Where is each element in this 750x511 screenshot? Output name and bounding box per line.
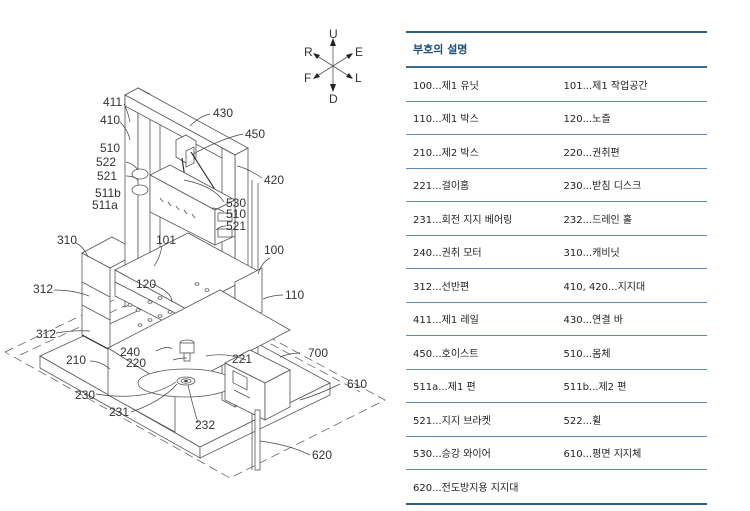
legend-row: 100...제1 유닛 101...제1 작업공간 xyxy=(406,68,707,102)
compass-label-u: U xyxy=(329,27,338,41)
legend-title: 부호의 설명 xyxy=(406,33,707,68)
legend-top-rule xyxy=(406,31,707,33)
label-420: 420 xyxy=(264,173,284,187)
label-510-left: 510 xyxy=(100,141,120,155)
legend-row: 312...선반편 410, 420...지지대 xyxy=(406,269,707,303)
legend-cell: 110...제1 박스 xyxy=(413,114,479,126)
legend-cell: 511a...제1 편 xyxy=(413,382,476,394)
arrow-e-icon xyxy=(346,53,353,59)
legend-row: 530...승강 와이어 610...평면 지지체 xyxy=(406,437,707,470)
direction-compass: U R E F L D xyxy=(304,27,363,106)
legend-cell: 100...제1 유닛 xyxy=(413,80,479,92)
legend-cell: 220...권취편 xyxy=(563,147,620,159)
label-101: 101 xyxy=(156,233,176,247)
label-410: 410 xyxy=(100,113,120,127)
label-610: 610 xyxy=(347,377,367,391)
legend-cell: 221...걸이홈 xyxy=(413,181,470,193)
legend-row: 620...전도방지용 지지대 xyxy=(406,470,707,505)
label-511b: 511b xyxy=(95,186,121,200)
label-240: 240 xyxy=(120,345,140,359)
legend-row: 240...권취 모터 310...캐비닛 xyxy=(406,236,707,269)
label-220: 220 xyxy=(126,356,146,370)
arrow-up-icon xyxy=(330,38,336,46)
legend-cell: 240...권취 모터 xyxy=(413,248,482,260)
legend-cell: 231...회전 지지 베어링 xyxy=(413,214,513,226)
legend-cell: 312...선반편 xyxy=(413,281,470,293)
compass-label-r: R xyxy=(304,45,313,59)
leader-lines xyxy=(53,103,341,456)
legend-rows: 100...제1 유닛 101...제1 작업공간 110...제1 박스 120.… xyxy=(406,68,707,505)
label-411: 411 xyxy=(103,95,122,109)
label-511a: 511a xyxy=(92,198,118,212)
legend-cell: 450...호이스트 xyxy=(413,348,479,360)
label-120: 120 xyxy=(136,277,156,291)
legend-cell: 120...노즐 xyxy=(563,114,611,126)
label-530: 530 xyxy=(226,196,246,210)
legend-cell: 232...드레인 홀 xyxy=(563,214,633,226)
winding-motor-240 xyxy=(179,339,195,362)
arrow-down-icon xyxy=(330,84,336,92)
legend-row: 110...제1 박스 120...노즐 xyxy=(406,102,707,135)
compass-label-l: L xyxy=(355,71,362,85)
label-110: 110 xyxy=(285,288,304,302)
label-450: 450 xyxy=(245,127,265,141)
display-screen xyxy=(232,370,248,391)
arrow-f-icon xyxy=(313,73,320,79)
legend-row: 511a...제1 편 511b...제2 편 xyxy=(406,370,707,403)
label-521-right: 521 xyxy=(226,219,246,233)
legend-row: 521...지지 브라켓 522...휠 xyxy=(406,403,707,437)
label-231: 231 xyxy=(109,405,129,419)
legend-cell: 511b...제2 편 xyxy=(563,382,627,394)
legend-row: 450...호이스트 510...몸체 xyxy=(406,336,707,370)
compass-label-e: E xyxy=(355,45,363,59)
legend-cell: 410, 420...지지대 xyxy=(563,281,646,293)
label-221: 221 xyxy=(232,352,252,366)
legend-cell: 210...제2 박스 xyxy=(413,147,479,159)
control-box-700 xyxy=(224,349,291,421)
label-620: 620 xyxy=(312,448,332,462)
legend-cell: 230...받침 디스크 xyxy=(563,181,642,193)
legend-cell: 610...평면 지지체 xyxy=(563,449,642,461)
label-312-lower: 312 xyxy=(36,327,56,341)
legend-row: 231...회전 지지 베어링 232...드레인 홀 xyxy=(406,202,707,236)
label-100: 100 xyxy=(264,243,284,257)
legend-cell: 101...제1 작업공간 xyxy=(563,80,648,92)
legend-cell: 521...지지 브라켓 xyxy=(413,415,491,427)
arrow-r-icon xyxy=(313,53,320,59)
reference-legend-table: 부호의 설명 100...제1 유닛 101...제1 작업공간 110...제1… xyxy=(406,31,707,505)
label-430: 430 xyxy=(213,106,233,120)
compass-label-f: F xyxy=(304,71,311,85)
label-232: 232 xyxy=(195,418,215,432)
arrow-l-icon xyxy=(346,73,353,79)
body-510 xyxy=(131,164,236,246)
label-312-upper: 312 xyxy=(33,282,53,296)
legend-cell: 430...연결 바 xyxy=(563,315,623,327)
anti-tip-support-620 xyxy=(254,409,261,471)
legend-cell: 522...휠 xyxy=(563,415,602,427)
legend-row: 210...제2 박스 220...권취편 xyxy=(406,135,707,169)
label-230: 230 xyxy=(75,388,95,402)
legend-row: 411...제1 레일 430...연결 바 xyxy=(406,303,707,336)
legend-cell: 411...제1 레일 xyxy=(413,315,479,327)
legend-cell: 530...승강 와이어 xyxy=(413,449,491,461)
legend-cell: 510...몸체 xyxy=(563,348,611,360)
label-510-right: 510 xyxy=(226,207,246,221)
legend-row: 221...걸이홈 230...받침 디스크 xyxy=(406,169,707,202)
legend-cell: 310...캐비닛 xyxy=(563,248,620,260)
label-700: 700 xyxy=(308,346,328,360)
patent-drawing: U R E F L D xyxy=(4,27,386,479)
support-disk-230 xyxy=(137,368,235,398)
legend-cell: 620...전도방지용 지지대 xyxy=(413,482,519,494)
label-521-left: 521 xyxy=(97,169,117,183)
label-210: 210 xyxy=(66,353,86,367)
reference-labels: 411 410 430 450 510 522 521 511b 511a 42… xyxy=(33,95,367,462)
label-522: 522 xyxy=(96,155,116,169)
label-310: 310 xyxy=(57,233,77,247)
compass-label-d: D xyxy=(329,92,338,106)
